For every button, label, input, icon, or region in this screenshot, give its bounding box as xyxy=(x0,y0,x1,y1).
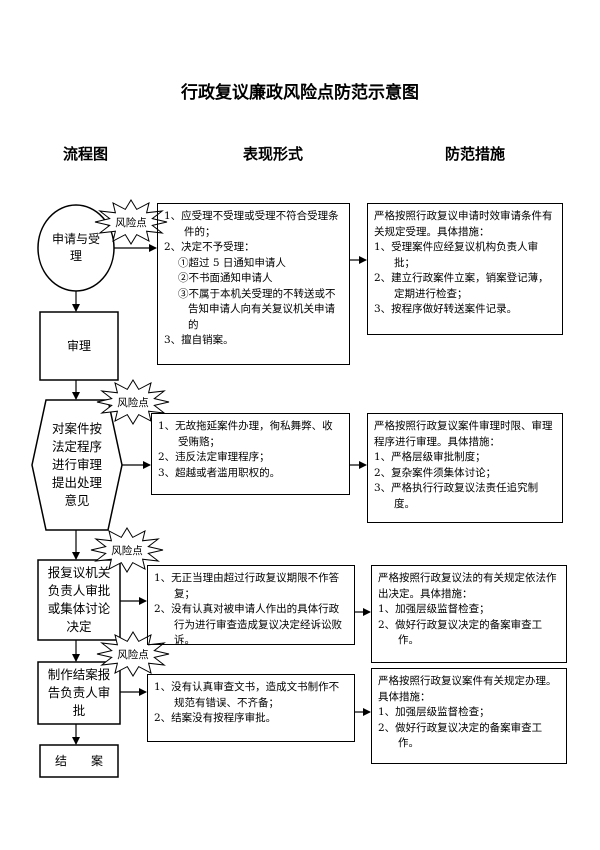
step-box-review xyxy=(39,311,119,381)
measure-box-1: 严格按照行政复议申请时效审请条件有关规定受理。具体措施： 1、受理案件应经复议机… xyxy=(367,203,563,335)
risk-item: ①超过 5 日通知申请人 xyxy=(178,256,286,269)
step-label-approve: 报复议机关负责人审批或集体讨论决定 xyxy=(47,565,111,634)
measure-item: 1、严格层级审批制度； xyxy=(374,451,486,463)
step-box-report xyxy=(37,661,121,725)
measure-item: 2、做好行政复议决定的备案审查工作。 xyxy=(378,618,543,647)
measure-item: 1、加强层级监督检查； xyxy=(378,603,490,615)
risk-box-3: 1、无正当理由超过行政复议期限不作答复； 2、没有认真对被申请人作出的具体行政行… xyxy=(147,565,355,646)
column-header-flow: 流程图 xyxy=(63,145,109,163)
measure-intro: 严格按照行政复议法的有关规定依法作出决定。具体措施： xyxy=(378,572,557,600)
step-label-review: 审理 xyxy=(66,338,91,353)
measure-box-2: 严格按照行政复议案件审理时限、审理程序进行审理。具体措施： 1、严格层级审批制度… xyxy=(367,413,563,523)
measure-item: 2、做好行政复议决定的备案审查工作。 xyxy=(378,721,543,750)
step-box-close xyxy=(39,744,119,778)
step-label-report: 制作结案报告负责人审批 xyxy=(47,667,111,718)
risk-item: 1、应受理不受理或受理不符合受理条件的； xyxy=(164,210,339,238)
measure-box-4: 严格按照行政复议案件有关规定办理。具体措施： 1、加强层级监督检查； 2、做好行… xyxy=(371,668,567,764)
risk-point-label: 风险点 xyxy=(117,649,149,661)
measure-intro: 严格按照行政复议申请时效审请条件有关规定受理。具体措施： xyxy=(374,210,553,238)
column-header-measures: 防范措施 xyxy=(445,145,506,163)
risk-point-starburst xyxy=(94,199,168,245)
measure-box-3: 严格按照行政复议法的有关规定依法作出决定。具体措施： 1、加强层级监督检查； 2… xyxy=(371,565,567,663)
risk-item: 2、结案没有按程序审批。 xyxy=(154,712,277,724)
step-label-apply: 申请与受理 xyxy=(51,232,100,263)
column-header-form: 表现形式 xyxy=(243,145,304,163)
measure-item: 3、按程序做好转送案件记录。 xyxy=(374,303,518,315)
risk-item: 1、无故拖延案件办理，徇私舞弊、收受贿赂； xyxy=(158,420,333,448)
risk-point-label: 风险点 xyxy=(111,545,143,557)
risk-item: 1、无正当理由超过行政复议期限不作答复； xyxy=(154,572,340,600)
measure-item: 2、建立行政案件立案，销案登记薄，定期进行检查； xyxy=(374,272,549,300)
risk-item: 3、超越或者滥用职权的。 xyxy=(158,466,281,479)
risk-point-starburst xyxy=(96,631,170,677)
risk-point-label: 风险点 xyxy=(117,397,149,409)
measure-intro: 严格按照行政复议案件有关规定办理。具体措施： xyxy=(378,675,557,703)
step-label-close: 结 案 xyxy=(54,753,103,768)
step-box-approve xyxy=(37,559,121,641)
risk-point-starburst xyxy=(96,379,170,425)
measure-intro: 严格按照行政复议案件审理时限、审理程序进行审理。具体措施： xyxy=(374,420,553,448)
risk-box-2: 1、无故拖延案件办理，徇私舞弊、收受贿赂； 2、违反法定审理程序； 3、超越或者… xyxy=(151,413,350,495)
risk-box-4: 1、没有认真审查文书，造成文书制作不规范有错误、不齐备； 2、结案没有按程序审批… xyxy=(147,674,355,742)
measure-item: 1、受理案件应经复议机构负责人审批； xyxy=(374,241,539,269)
risk-box-1: 1、应受理不受理或受理不符合受理条件的； 2、决定不予受理： ①超过 5 日通知… xyxy=(157,203,350,365)
risk-point-starburst xyxy=(90,527,164,573)
risk-item: 2、没有认真对被申请人作出的具体行政行为进行审查造成复议决定经诉讼败诉。 xyxy=(154,603,342,646)
risk-point-label: 风险点 xyxy=(115,217,147,229)
step-label-process: 对案件按法定程序进行审理提出处理意见 xyxy=(51,421,102,508)
page-title: 行政复议廉政风险点防范示意图 xyxy=(181,83,419,103)
risk-item: 2、决定不予受理： xyxy=(164,241,255,253)
risk-item: 2、违反法定审理程序； xyxy=(158,451,270,463)
measure-item: 2、复杂案件须集体讨论； xyxy=(374,466,497,479)
risk-item: 3、擅自销案。 xyxy=(164,334,234,346)
risk-item: ③不属于本机关受理的不转送或不告知申请人向有关复议机关申请的 xyxy=(178,287,336,331)
measure-item: 1、加强层级监督检查； xyxy=(378,706,490,718)
risk-item: ②不书面通知申请人 xyxy=(178,272,273,284)
measure-item: 3、严格执行行政复议法责任追究制度。 xyxy=(374,482,539,510)
risk-item: 1、没有认真审查文书，造成文书制作不规范有错误、不齐备； xyxy=(154,681,340,709)
